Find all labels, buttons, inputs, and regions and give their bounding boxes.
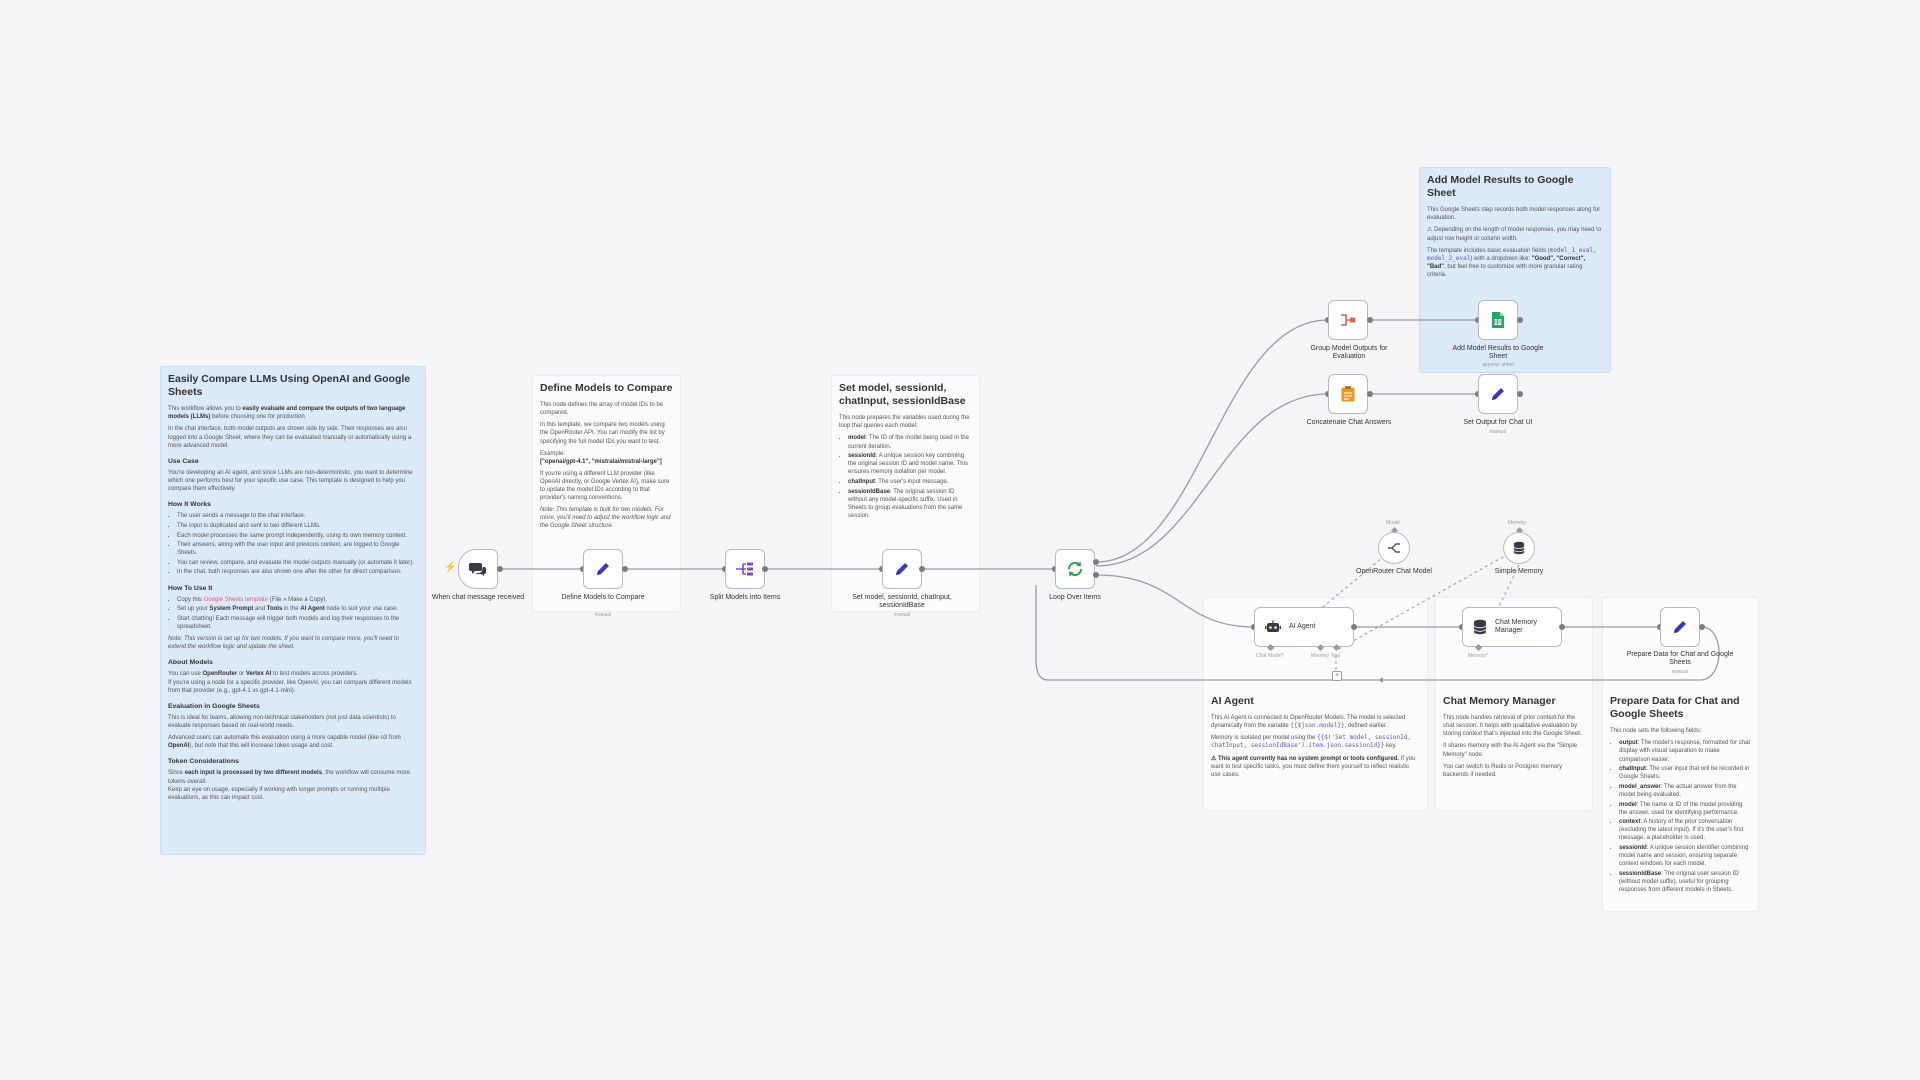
note-add-sheet[interactable]: Add Model Results to Google Sheet This G… — [1419, 167, 1611, 373]
openrouter-icon — [1388, 543, 1400, 553]
note-title: Easily Compare LLMs Using OpenAI and Goo… — [168, 373, 411, 399]
node-simple-memory[interactable] — [1503, 532, 1535, 564]
node-set-output[interactable] — [1478, 374, 1518, 414]
loop-icon — [1067, 561, 1083, 577]
node-define-models[interactable] — [583, 549, 623, 589]
google-sheets-icon — [1492, 312, 1504, 328]
pencil-icon — [1492, 388, 1504, 400]
node-memory-manager-label: Chat Memory Manager — [1495, 618, 1538, 634]
node-simple-memory-label: Simple Memory — [1494, 568, 1544, 575]
node-openrouter[interactable] — [1378, 532, 1410, 564]
pencil-icon — [597, 563, 609, 575]
node-split-models-label: Split Models into Items — [709, 594, 781, 601]
add-tool-button[interactable]: + — [1332, 671, 1342, 681]
node-prepare-label: Prepare Data for Chat and Google Sheets — [1626, 651, 1734, 667]
node-group-outputs[interactable] — [1328, 300, 1368, 340]
node-add-sheet[interactable] — [1478, 300, 1518, 340]
database-icon — [1473, 619, 1487, 635]
google-sheets-template-link[interactable]: Google Sheets template — [203, 596, 269, 603]
trigger-bolt-icon: ⚡ — [444, 562, 457, 573]
node-memory-manager[interactable]: Chat Memory Manager — [1462, 607, 1562, 647]
node-openrouter-label: OpenRouter Chat Model — [1356, 568, 1432, 575]
node-prepare[interactable] — [1660, 607, 1700, 647]
database-icon — [1513, 541, 1525, 555]
node-loop[interactable] — [1055, 549, 1095, 589]
node-add-sheet-label: Add Model Results to Google Sheet — [1452, 345, 1544, 361]
aggregate-icon — [1341, 314, 1355, 326]
node-set-model-label: Set model, sessionId, chatInput, session… — [852, 594, 952, 610]
node-ai-agent[interactable]: AI Agent — [1254, 607, 1354, 647]
node-chat-trigger[interactable] — [458, 549, 498, 589]
chat-bubble-icon — [469, 563, 486, 576]
node-loop-label: Loop Over Items — [1049, 594, 1101, 601]
robot-icon — [1265, 620, 1281, 632]
how-it-works-list: The user sends a message to the chat int… — [168, 512, 418, 576]
node-concat[interactable] — [1328, 374, 1368, 414]
node-set-model[interactable] — [882, 549, 922, 589]
node-set-output-label: Set Output for Chat UI — [1463, 419, 1533, 426]
node-split-models[interactable] — [725, 549, 765, 589]
split-icon — [736, 562, 753, 576]
pencil-icon — [1674, 621, 1686, 633]
note-overview[interactable]: Easily Compare LLMs Using OpenAI and Goo… — [160, 366, 426, 855]
node-define-models-label: Define Models to Compare — [561, 594, 645, 601]
clipboard-icon — [1341, 386, 1355, 402]
pencil-icon — [896, 563, 908, 575]
node-group-outputs-label: Group Model Outputs for Evaluation — [1310, 345, 1388, 361]
node-chat-trigger-label: When chat message received — [431, 594, 525, 601]
node-ai-agent-label: AI Agent — [1289, 622, 1316, 630]
node-concat-label: Concatenate Chat Answers — [1306, 419, 1392, 426]
